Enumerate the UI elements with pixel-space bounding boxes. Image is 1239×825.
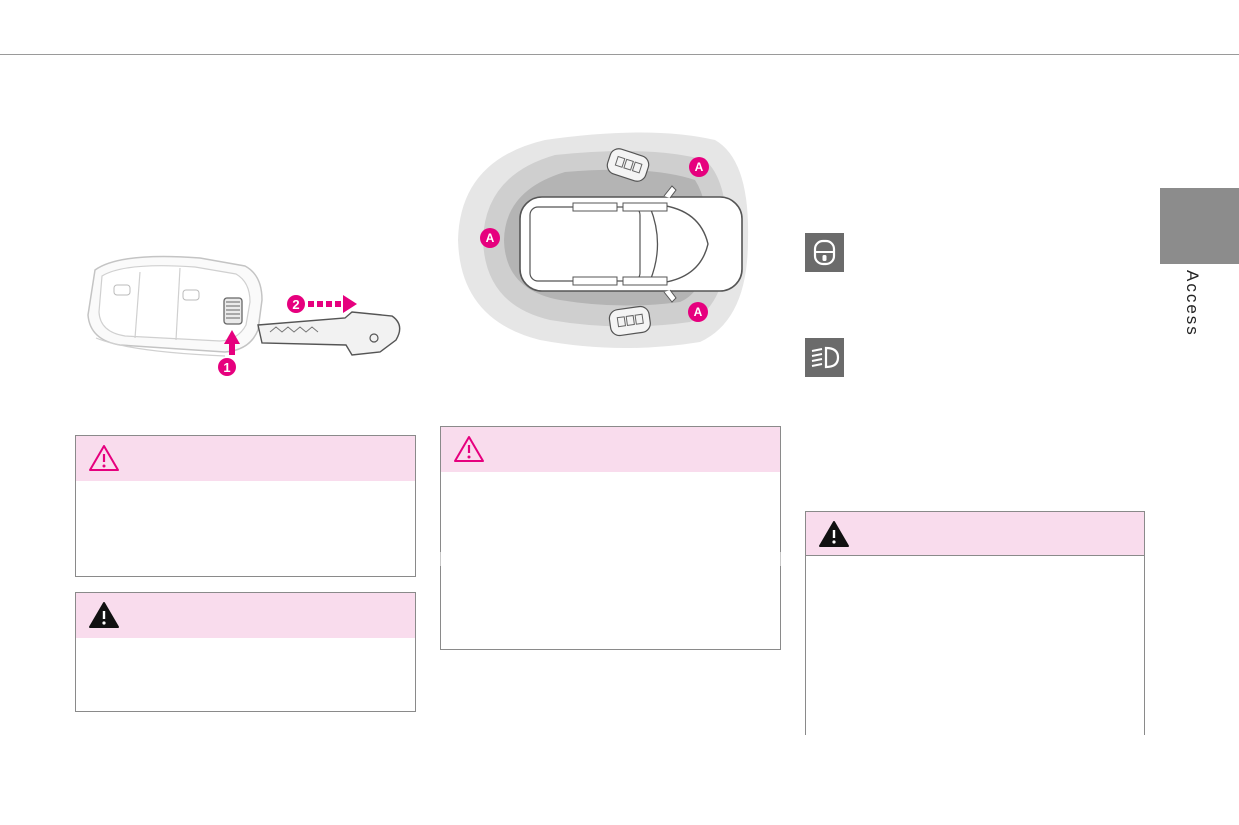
svg-text:2: 2 <box>292 297 299 312</box>
svg-text:A: A <box>695 160 704 174</box>
warning-box-header <box>76 593 415 638</box>
caution-box-middle-header <box>441 427 780 472</box>
warning-box-right-left-edge <box>805 556 806 735</box>
warning-triangle-outline-icon <box>454 436 484 462</box>
warning-box-right <box>805 511 1145 735</box>
margin-tick <box>780 552 781 566</box>
warning-box-right-right-edge <box>1144 556 1145 735</box>
dipped-beam-icon <box>805 338 844 377</box>
warning-triangle-filled-icon <box>819 521 849 547</box>
caution-box-middle <box>440 426 781 650</box>
key-removal-illustration: 1 2 <box>87 255 401 376</box>
caution-box-header <box>76 436 415 481</box>
warning-box-right-header <box>805 511 1145 556</box>
svg-text:1: 1 <box>223 360 230 375</box>
section-tab[interactable] <box>1160 188 1239 264</box>
section-tab-label: Access <box>1183 270 1202 337</box>
header-rule <box>0 54 1239 55</box>
svg-text:A: A <box>694 305 703 319</box>
warning-box <box>75 592 416 712</box>
detection-zone-illustration: A A A <box>458 132 749 349</box>
warning-triangle-outline-icon <box>89 445 119 471</box>
svg-text:A: A <box>486 231 495 245</box>
caution-box <box>75 435 416 577</box>
margin-tick <box>440 552 441 566</box>
warning-triangle-filled-icon <box>89 602 119 628</box>
padlock-icon <box>805 233 844 272</box>
